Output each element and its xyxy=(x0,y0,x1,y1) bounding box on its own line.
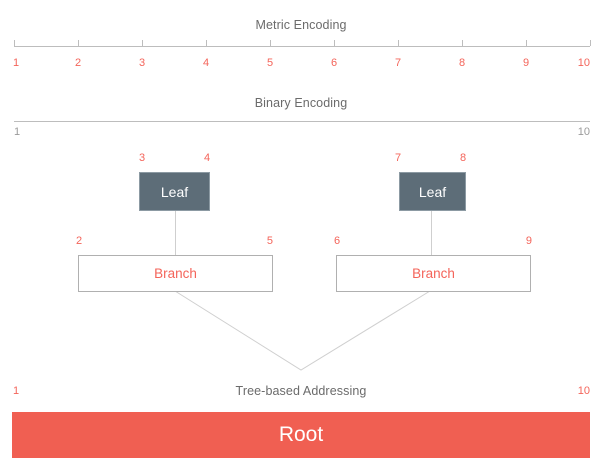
metric-scale-label-4: 4 xyxy=(202,57,210,69)
root-node-label: Root xyxy=(278,423,324,446)
binary-encoding-axis xyxy=(14,121,590,122)
metric-scale-label-6: 6 xyxy=(330,57,338,69)
tree-addressing-title: Tree-based Addressing xyxy=(235,384,367,398)
metric-tick-7 xyxy=(398,40,399,46)
branch-to-root-edges xyxy=(174,290,431,371)
metric-tick-6 xyxy=(334,40,335,46)
leaf-1-to-branch-1-connector xyxy=(431,211,432,255)
leaf-1-start-label: 7 xyxy=(394,152,402,164)
metric-tick-5 xyxy=(270,40,271,46)
metric-scale-label-10: 10 xyxy=(577,57,590,69)
leaf-0-start-label: 3 xyxy=(138,152,146,164)
branch-1-start-label: 6 xyxy=(334,235,341,247)
branch-node-0-label: Branch xyxy=(154,266,197,281)
root-node[interactable]: Root xyxy=(12,412,590,458)
leaf-0-end-label: 4 xyxy=(203,152,211,164)
branch-node-1[interactable]: Branch xyxy=(336,255,531,292)
tree-start-label: 1 xyxy=(13,385,20,397)
metric-tick-3 xyxy=(142,40,143,46)
binary-start-label: 1 xyxy=(14,126,21,138)
branch-0-start-label: 2 xyxy=(76,235,83,247)
leaf-node-0[interactable]: Leaf xyxy=(139,172,210,211)
metric-tick-1 xyxy=(14,40,15,46)
leaf-node-1-label: Leaf xyxy=(418,183,447,200)
leaf-1-end-label: 8 xyxy=(459,152,467,164)
branch-1-end-label: 9 xyxy=(525,235,532,247)
metric-scale-label-2: 2 xyxy=(74,57,82,69)
branch-node-1-label: Branch xyxy=(412,266,455,281)
metric-tick-2 xyxy=(78,40,79,46)
metric-scale-label-5: 5 xyxy=(266,57,274,69)
metric-scale-label-8: 8 xyxy=(458,57,466,69)
tree-end-label: 10 xyxy=(577,385,590,397)
branch-0-end-label: 5 xyxy=(266,235,273,247)
metric-tick-9 xyxy=(526,40,527,46)
leaf-node-0-label: Leaf xyxy=(160,183,189,200)
binary-encoding-title: Binary Encoding xyxy=(254,96,348,110)
metric-tick-10 xyxy=(590,40,591,46)
metric-scale-label-1: 1 xyxy=(13,57,20,69)
branch-node-0[interactable]: Branch xyxy=(78,255,273,292)
leaf-0-to-branch-0-connector xyxy=(175,211,176,255)
metric-tick-4 xyxy=(206,40,207,46)
metric-scale-label-3: 3 xyxy=(138,57,146,69)
metric-tick-8 xyxy=(462,40,463,46)
leaf-node-1[interactable]: Leaf xyxy=(399,172,466,211)
metric-scale-label-7: 7 xyxy=(394,57,402,69)
binary-end-label: 10 xyxy=(577,126,590,138)
metric-encoding-axis xyxy=(14,46,590,47)
metric-scale-label-9: 9 xyxy=(522,57,530,69)
metric-encoding-title: Metric Encoding xyxy=(255,18,347,32)
